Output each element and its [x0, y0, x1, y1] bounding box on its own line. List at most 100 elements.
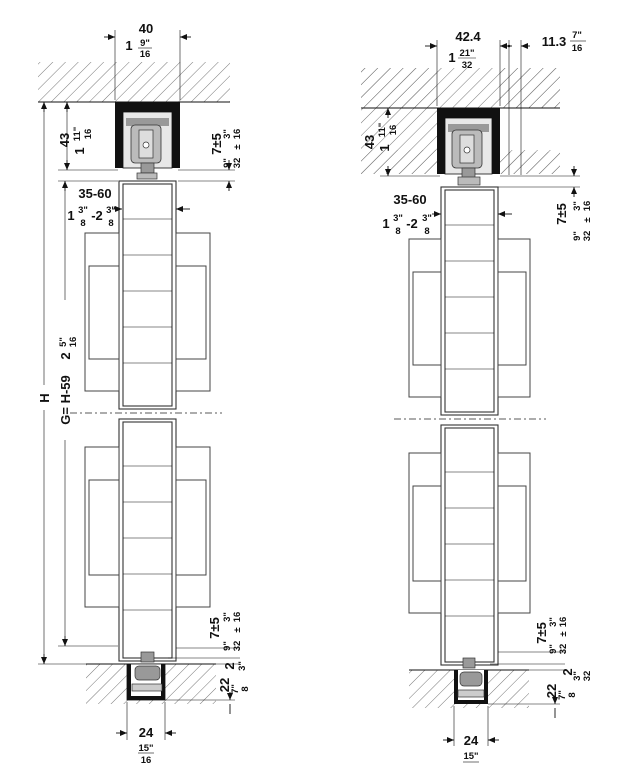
svg-text:8: 8 [395, 226, 400, 237]
svg-text:9": 9" [140, 38, 150, 49]
left-top-rail [115, 102, 180, 180]
svg-text:22: 22 [217, 678, 232, 692]
left-top-width-mm: 40 [139, 21, 153, 36]
svg-text:2: 2 [560, 668, 575, 675]
svg-text:43: 43 [362, 135, 377, 149]
svg-text:8: 8 [567, 692, 578, 697]
svg-text:15": 15" [138, 743, 153, 754]
svg-text:7": 7" [572, 30, 582, 41]
svg-text:8: 8 [108, 218, 113, 229]
svg-text:43: 43 [57, 133, 72, 147]
left-dim-thickness: 35-60 1 3" 8 -2 3" 8 [67, 186, 190, 229]
svg-text:8: 8 [80, 218, 85, 229]
svg-text:1: 1 [67, 208, 74, 223]
svg-text:16: 16 [232, 129, 243, 140]
left-dim-bottom-width: 24 15" 16 [116, 702, 176, 766]
right-door [394, 186, 546, 666]
left-view: 40 1 9" 16 43 1 11" 16 7±5 9" 32 ± [37, 21, 251, 766]
svg-text:3": 3" [222, 129, 233, 139]
left-dim-bottom-gap: 7±5 9" 32 ± 3" 16 2 3" [168, 612, 248, 671]
svg-text:±: ± [558, 631, 569, 636]
left-ceiling [38, 62, 230, 102]
svg-text:16: 16 [232, 612, 243, 623]
svg-text:35-60: 35-60 [393, 192, 426, 207]
svg-text:24: 24 [464, 733, 479, 748]
svg-text:16: 16 [140, 49, 151, 60]
svg-text:16: 16 [558, 617, 569, 628]
svg-text:3": 3" [106, 205, 116, 216]
svg-text:3": 3" [422, 213, 432, 224]
svg-text:7": 7" [230, 684, 241, 694]
svg-text:7±5: 7±5 [534, 622, 549, 644]
svg-text:3": 3" [393, 213, 403, 224]
svg-text:16: 16 [582, 201, 593, 212]
svg-text:11": 11" [72, 127, 83, 142]
right-dim-top-gap: 7±5 9" 32 ± 3" 16 [498, 166, 593, 241]
svg-text:1: 1 [125, 38, 132, 53]
svg-text:16: 16 [388, 125, 399, 136]
svg-text:32: 32 [558, 644, 569, 655]
svg-text:7±5: 7±5 [554, 203, 569, 225]
svg-text:3": 3" [237, 661, 248, 671]
left-dim-top-gap: 7±5 9" 32 ± 3" 16 [178, 129, 243, 191]
svg-text:16: 16 [83, 129, 94, 140]
svg-text:±: ± [232, 144, 243, 149]
svg-text:-2: -2 [406, 216, 418, 231]
svg-text:9": 9" [548, 644, 559, 654]
left-dim-total-height: H [37, 102, 86, 665]
svg-text:35-60: 35-60 [78, 186, 111, 201]
svg-text:8: 8 [424, 226, 429, 237]
svg-text:7±5: 7±5 [209, 133, 224, 155]
svg-text:32: 32 [232, 158, 243, 169]
svg-text:32: 32 [462, 60, 473, 71]
svg-text:1: 1 [72, 147, 87, 154]
svg-text:16: 16 [572, 43, 583, 54]
svg-text:5": 5" [58, 337, 69, 347]
svg-text:32: 32 [232, 641, 243, 652]
right-bottom-guide [454, 657, 488, 704]
svg-text:32: 32 [582, 671, 593, 682]
svg-text:G= H-59: G= H-59 [58, 375, 73, 425]
svg-text:2: 2 [58, 352, 73, 359]
svg-text:16: 16 [141, 755, 152, 766]
svg-text:2: 2 [222, 662, 237, 669]
left-dim-top-width: 40 1 9" 16 [104, 21, 191, 100]
svg-text:±: ± [582, 217, 593, 222]
svg-text:1: 1 [448, 50, 455, 65]
svg-text:-2: -2 [91, 208, 103, 223]
svg-text:3": 3" [572, 201, 583, 211]
left-dim-door-height: G= H-59 2 5" 16 [58, 180, 118, 647]
svg-text:7": 7" [557, 690, 568, 700]
svg-text:9": 9" [222, 158, 233, 168]
svg-text:24: 24 [139, 725, 154, 740]
svg-text:8: 8 [240, 686, 251, 691]
svg-text:9": 9" [572, 231, 583, 241]
left-dim-rail-height: 43 1 11" 16 [57, 101, 118, 171]
left-dim-guide-depth: 22 7" 8 [165, 678, 251, 714]
svg-text:9": 9" [222, 641, 233, 651]
right-view: 42.4 1 21" 32 11.3 7" 16 43 1 11" 16 [361, 29, 593, 763]
svg-text:3": 3" [222, 612, 233, 622]
svg-text:H: H [37, 393, 52, 402]
left-door [70, 180, 222, 662]
svg-text:32: 32 [582, 231, 593, 242]
svg-text:21": 21" [459, 48, 474, 59]
svg-text:1: 1 [377, 144, 392, 151]
svg-text:1: 1 [382, 216, 389, 231]
svg-text:3": 3" [548, 617, 559, 627]
right-dim-offset: 11.3 7" 16 [507, 30, 586, 175]
svg-text:15": 15" [463, 751, 478, 762]
svg-text:11": 11" [377, 123, 388, 138]
svg-text:22: 22 [544, 684, 559, 698]
right-dim-thickness: 35-60 1 3" 8 -2 3" 8 [382, 192, 512, 237]
svg-text:11.3: 11.3 [542, 34, 567, 49]
svg-text:3": 3" [572, 671, 583, 681]
svg-text:±: ± [232, 627, 243, 632]
svg-text:16: 16 [68, 337, 79, 348]
left-bottom-guide [126, 651, 166, 701]
right-dim-rail-height: 43 1 11" 16 [362, 107, 440, 177]
svg-text:3": 3" [78, 205, 88, 216]
right-top-rail [437, 108, 500, 186]
right-dim-bottom-width: 24 15" [443, 706, 499, 763]
